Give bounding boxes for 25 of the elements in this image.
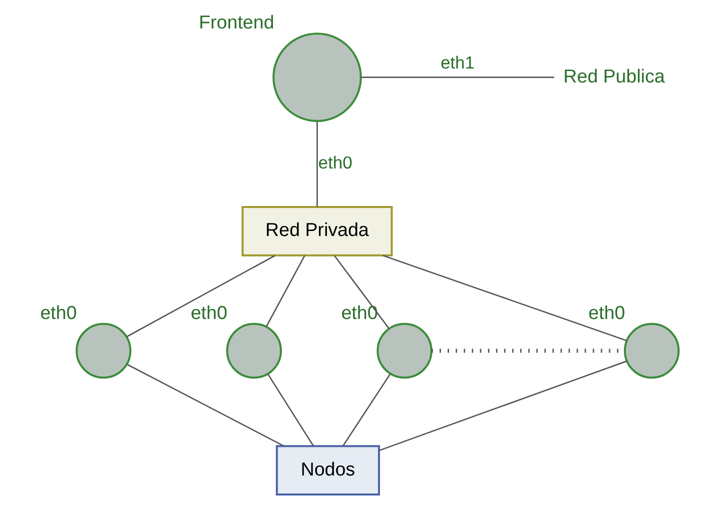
connector <box>378 360 627 452</box>
node-circle <box>623 322 680 379</box>
node-circle <box>272 32 362 122</box>
connector <box>316 121 318 207</box>
node-box: Red Privada <box>241 206 392 256</box>
node-circle <box>376 322 432 379</box>
edge-label: eth0 <box>318 152 352 173</box>
node-label: Frontend <box>198 12 274 33</box>
connector <box>126 364 284 447</box>
node-label: eth0 <box>588 302 625 323</box>
node-label: eth0 <box>190 302 227 323</box>
node-box: Nodos <box>275 445 380 496</box>
edge-label: eth1 <box>440 52 474 72</box>
connector <box>333 255 390 330</box>
connector <box>126 255 275 338</box>
connector <box>265 255 305 328</box>
connector <box>360 76 554 78</box>
node-label: eth0 <box>340 302 378 323</box>
node-text: Red Publica <box>562 65 664 86</box>
node-circle <box>226 322 282 379</box>
connector <box>342 374 390 446</box>
connector <box>382 254 626 342</box>
node-label: eth0 <box>40 302 76 323</box>
node-circle <box>75 322 131 379</box>
connector <box>266 374 314 446</box>
